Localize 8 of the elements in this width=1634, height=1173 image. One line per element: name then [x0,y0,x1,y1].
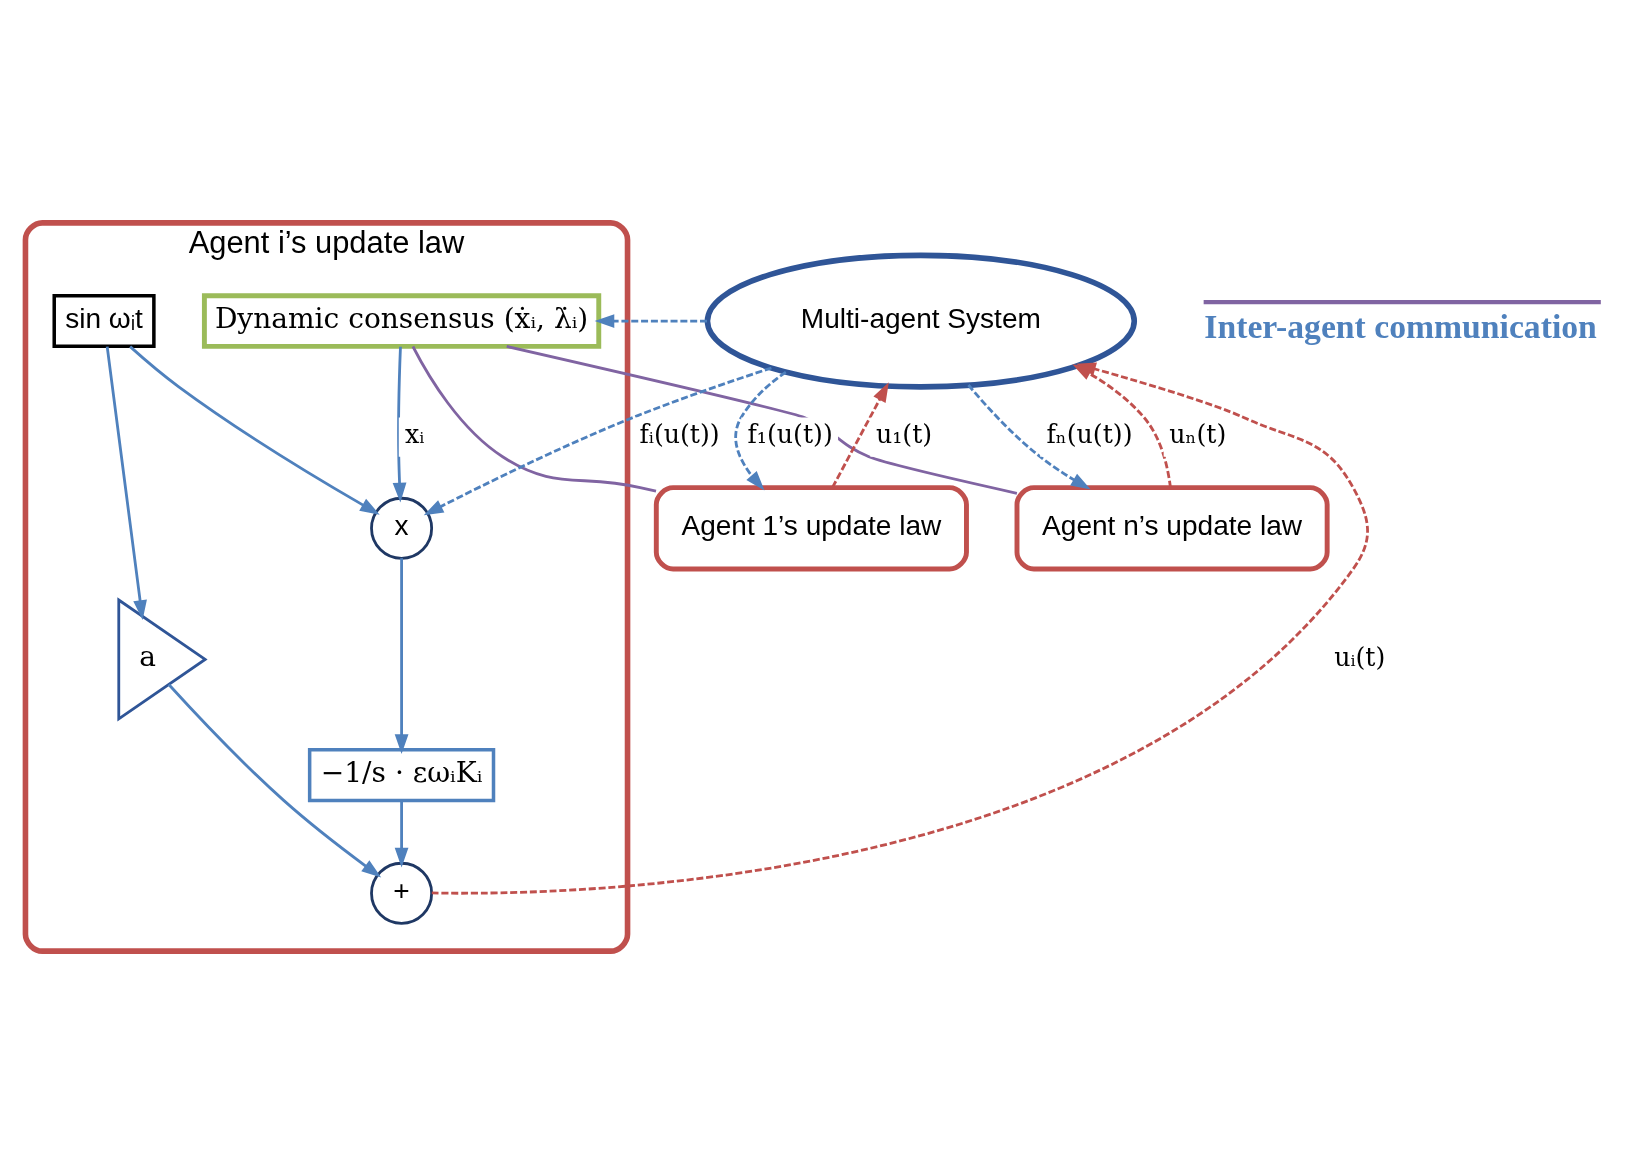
edge-label: uₙ(t) [1169,419,1227,449]
edge-label: fᵢ(u(t)) [639,419,720,449]
legend-label: Inter-agent communication [1204,307,1597,345]
edge-label: f₁(u(t)) [747,419,833,449]
edge-label: u₁(t) [875,419,933,449]
edge-label: uᵢ(t) [1334,642,1386,672]
edge-label: fₙ(u(t)) [1046,419,1133,449]
edge-label: xᵢ [405,419,425,449]
